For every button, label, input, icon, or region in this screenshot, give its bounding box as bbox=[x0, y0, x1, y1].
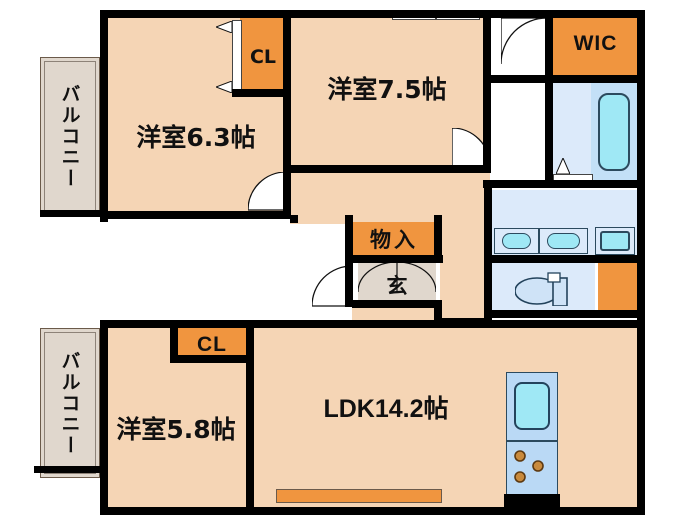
vanity-sink-2-basin bbox=[547, 233, 580, 249]
closet-wic-label: WIC bbox=[573, 32, 618, 55]
wall-bath-bottom bbox=[483, 180, 645, 188]
wall-top-left-outer bbox=[100, 10, 108, 222]
wall-cl-bottom-bottom bbox=[170, 355, 248, 363]
bedroom-top-right-label: 洋室7.5帖 bbox=[327, 75, 447, 104]
wall-cl-bottom-left bbox=[170, 328, 178, 362]
kitchen-stove bbox=[508, 444, 556, 494]
cl-top-arrow-upper-icon bbox=[214, 20, 233, 34]
wall-hall-entry-right bbox=[434, 300, 442, 326]
ldk-label: LDK14.2帖 bbox=[323, 395, 449, 423]
closet-cl-bottom-label: CL bbox=[197, 333, 227, 356]
wall-bedroom58-right bbox=[246, 328, 254, 508]
wall-hall-top bbox=[283, 165, 490, 173]
bedroom-bottom-label: 洋室5.8帖 bbox=[116, 415, 236, 444]
wall-hall-right bbox=[483, 18, 491, 173]
wall-washroom-left bbox=[484, 180, 492, 322]
wall-top-outer bbox=[100, 10, 645, 18]
wic-door-jamb bbox=[545, 18, 553, 75]
wall-bottom-block-top bbox=[100, 320, 645, 328]
closet-toilet-side bbox=[598, 263, 638, 311]
ldk-bottom-sill bbox=[276, 489, 442, 503]
bath-wash-strip bbox=[553, 83, 591, 181]
bedroom-top-left-door-icon[interactable] bbox=[247, 171, 287, 212]
wall-bath-left bbox=[545, 75, 553, 187]
washer-space-inner bbox=[600, 231, 630, 251]
balcony-top-inner-gap bbox=[44, 61, 96, 211]
bath-entry-arrow-icon bbox=[555, 156, 571, 175]
cl-top-arrow-lower-icon bbox=[214, 80, 233, 94]
kitchen-base-wall bbox=[504, 494, 560, 508]
vanity-sink-1-basin bbox=[502, 233, 531, 249]
kitchen-sink bbox=[514, 382, 550, 430]
closet-monoire-label: 物入 bbox=[370, 228, 418, 252]
closet-cl-top-label: CL bbox=[249, 46, 277, 68]
ldk bbox=[254, 328, 637, 508]
closet-cl-top bbox=[240, 18, 286, 96]
wall-bottom-outer bbox=[100, 507, 645, 515]
wall-genkan-bottom bbox=[352, 300, 442, 308]
wic-door-icon[interactable] bbox=[500, 17, 548, 66]
balcony-bottom-inner bbox=[44, 332, 96, 474]
genkan-step-icon bbox=[357, 261, 437, 293]
wall-top-right-outer bbox=[637, 10, 645, 322]
wall-bottom-right-outer bbox=[637, 320, 645, 515]
wall-bedroom63-bottom bbox=[100, 211, 290, 219]
kitchen-counter-divider bbox=[506, 440, 558, 442]
bathtub bbox=[598, 93, 630, 171]
wall-wic-bottom bbox=[483, 75, 645, 83]
front-door-icon[interactable] bbox=[311, 265, 353, 308]
hallway-right-leg bbox=[440, 172, 490, 322]
toilet bbox=[514, 270, 577, 307]
balcony-bottom-label: バルコニー bbox=[58, 350, 81, 456]
balcony-top-bottom-wall bbox=[40, 210, 106, 217]
wall-cl-top-bottom bbox=[232, 89, 290, 97]
closet-wic bbox=[553, 18, 638, 75]
balcony-top-label: バルコニー bbox=[58, 83, 81, 189]
wall-hall-right-leg bbox=[434, 215, 442, 263]
wall-toilet-bottom bbox=[484, 310, 645, 318]
wall-hall-left-lower bbox=[290, 215, 298, 223]
cl-top-sliding-door[interactable] bbox=[232, 20, 242, 94]
bedroom-top-left-label: 洋室6.3帖 bbox=[136, 123, 256, 152]
closet-monoire bbox=[352, 222, 436, 256]
wall-bedroom63-right bbox=[283, 18, 291, 218]
wall-bottom-left-outer bbox=[100, 320, 108, 515]
wall-monoire-bottom bbox=[345, 255, 443, 263]
wall-washroom-bottom bbox=[484, 255, 645, 263]
balcony-bottom-bottom-wall bbox=[34, 466, 106, 473]
wall-block-connector bbox=[434, 318, 492, 326]
